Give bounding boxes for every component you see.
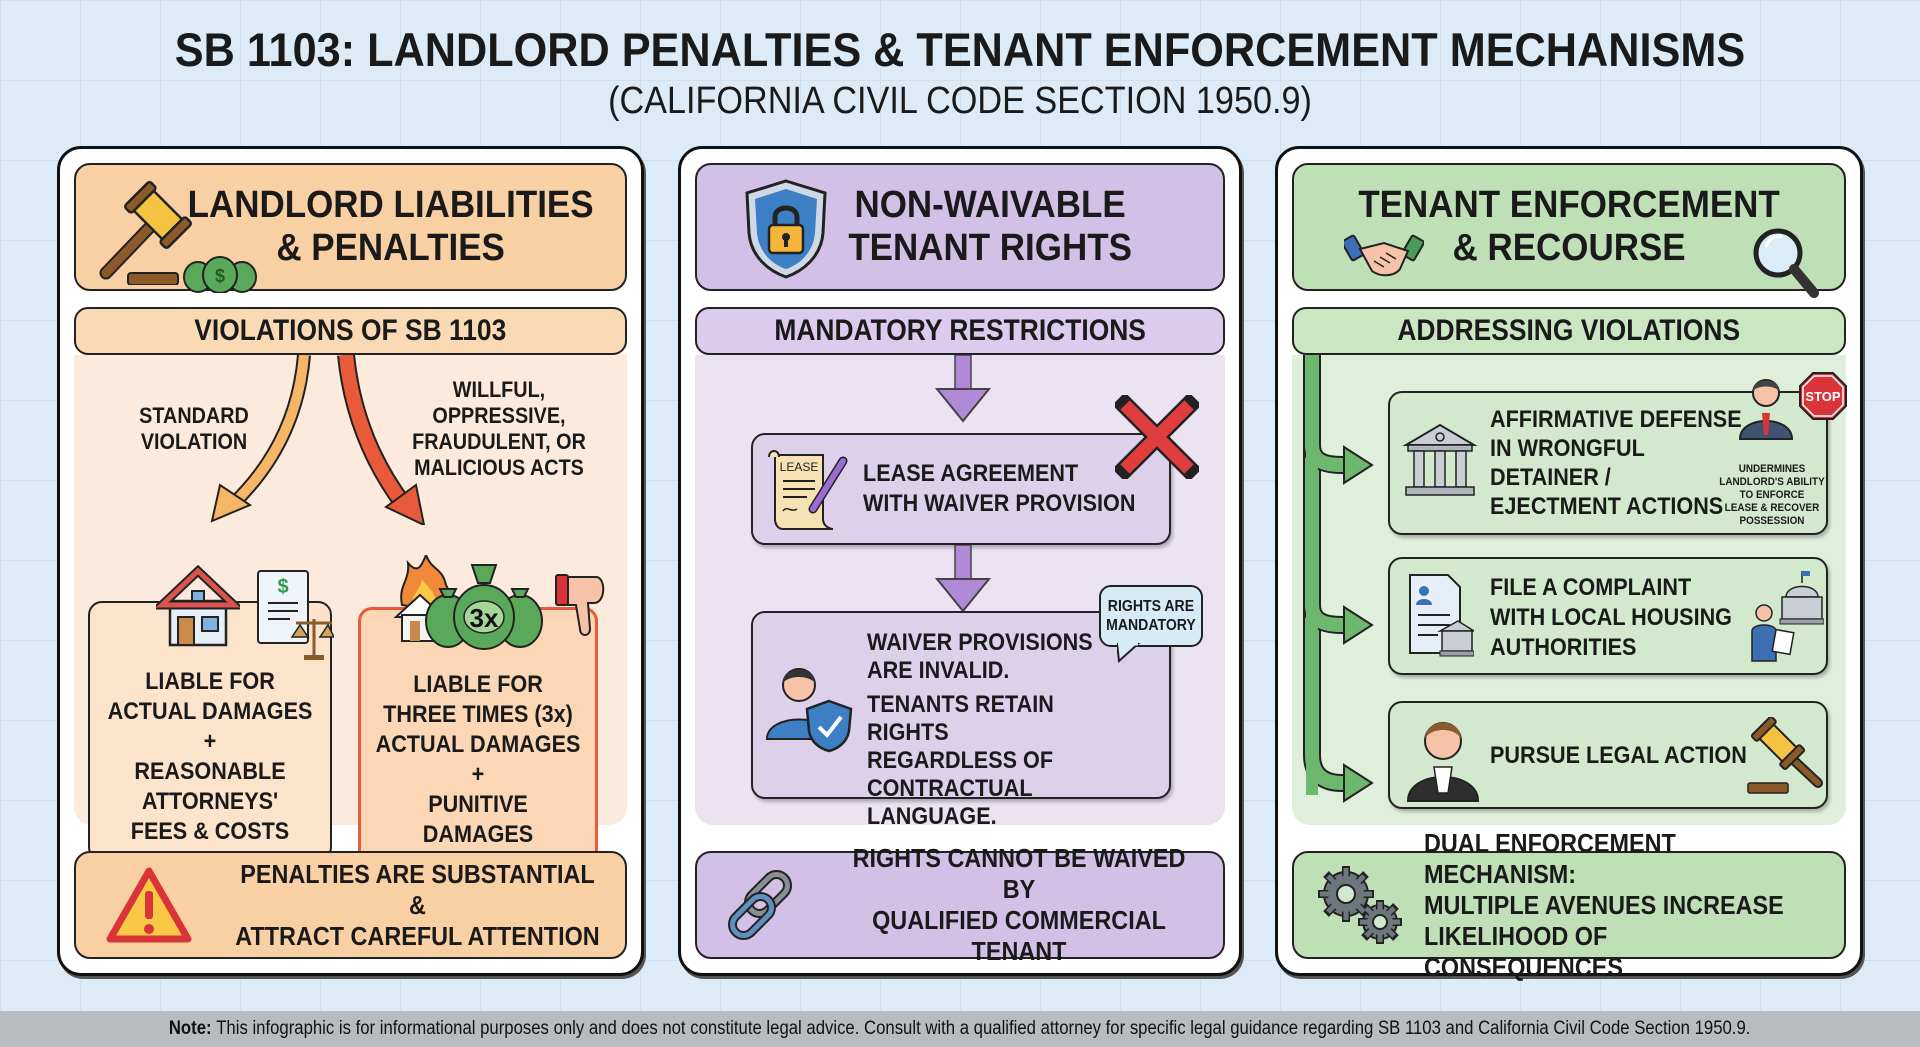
affirmative-defense-card: AFFIRMATIVE DEFENSE IN WRONGFUL DETAINER…	[1388, 391, 1828, 535]
money-bags-3x-icon: 3x	[422, 559, 546, 653]
rights-mandatory-bubble: RIGHTS ARE MANDATORY	[1099, 585, 1203, 663]
complaint-document-icon	[1408, 573, 1474, 659]
handshake-icon	[1344, 231, 1424, 281]
addressing-violations-subheader: ADDRESSING VIOLATIONS	[1292, 307, 1846, 355]
enforcement-body: AFFIRMATIVE DEFENSE IN WRONGFUL DETAINER…	[1292, 355, 1848, 825]
landlord-body: STANDARD VIOLATION WILLFUL, OPPRESSIVE, …	[74, 355, 627, 865]
lease-line1: LEASE AGREEMENT	[863, 460, 1079, 487]
disclaimer-label: Note:	[169, 1018, 212, 1039]
enforcement-panel: TENANT ENFORCEMENT & RECOURSE ADDRESSING…	[1275, 146, 1863, 982]
page-subtitle: (CALIFORNIA CIVIL CODE SECTION 1950.9)	[608, 80, 1312, 122]
official-building-icon	[1750, 569, 1824, 665]
gavel-icon	[1746, 717, 1826, 797]
landlord-footer-line1: PENALTIES ARE SUBSTANTIAL &	[240, 858, 595, 920]
waiver-line1: WAIVER PROVISIONS	[867, 629, 1093, 656]
attorney-icon	[1406, 713, 1480, 803]
branch-arrows	[210, 355, 426, 525]
rights-header: NON-WAIVABLE TENANT RIGHTS	[695, 163, 1225, 291]
rights-panel: NON-WAIVABLE TENANT RIGHTS MANDATORY RES…	[678, 146, 1242, 976]
svg-text:$: $	[277, 576, 288, 598]
landlord-figure-icon	[1736, 375, 1796, 441]
tenant-shield-icon	[765, 657, 855, 753]
down-arrow-icon	[934, 355, 992, 423]
courthouse-icon	[1402, 421, 1478, 501]
landlord-panel: $ LANDLORD LIABILITIES & PENALTIES VIOLA…	[57, 146, 644, 976]
rights-body: LEASE LEASE AGREEMENT WITH WAIVER PROVIS…	[695, 355, 1225, 830]
landlord-title-line2: & PENALTIES	[276, 227, 505, 269]
disclaimer-text: This infographic is for informational pu…	[216, 1018, 1751, 1039]
rights-title-line2: TENANT RIGHTS	[848, 227, 1132, 269]
violations-subheader: VIOLATIONS OF SB 1103	[74, 307, 627, 355]
legal-action-card: PURSUE LEGAL ACTION	[1388, 701, 1828, 809]
rights-footer: RIGHTS CANNOT BE WAIVED BY QUALIFIED COM…	[695, 843, 1225, 966]
svg-text:LEASE: LEASE	[780, 460, 819, 474]
page-title: SB 1103: LANDLORD PENALTIES & TENANT ENF…	[174, 23, 1746, 76]
mandatory-restrictions-subheader: MANDATORY RESTRICTIONS	[695, 307, 1225, 355]
magnifier-icon	[1750, 225, 1820, 299]
enforcement-title-line2: & RECOURSE	[1452, 227, 1686, 269]
invoice-icon: $	[254, 567, 334, 663]
file-complaint-card: FILE A COMPLAINT WITH LOCAL HOUSING AUTH…	[1388, 557, 1828, 675]
landlord-header: $ LANDLORD LIABILITIES & PENALTIES	[74, 163, 627, 293]
waiver-line2: ARE INVALID.	[867, 657, 1010, 684]
enforcement-footer: DUAL ENFORCEMENT MECHANISM: MULTIPLE AVE…	[1292, 828, 1846, 982]
enforcement-footer-line2: MULTIPLE AVENUES INCREASE	[1424, 889, 1784, 920]
waiver-line3: TENANTS RETAIN RIGHTS	[867, 691, 1054, 746]
rights-title-line1: NON-WAIVABLE	[854, 184, 1126, 226]
gears-icon	[1314, 860, 1410, 950]
standard-violation-label: STANDARD VIOLATION	[139, 403, 249, 454]
rights-footer-line2: QUALIFIED COMMERCIAL TENANT	[872, 905, 1166, 966]
gavel-icon	[88, 175, 198, 285]
svg-text:$: $	[215, 266, 225, 286]
landlord-footer-line2: ATTRACT CAREFUL ATTENTION	[235, 920, 600, 951]
pen-icon	[808, 456, 848, 514]
landlord-title-line1: LANDLORD LIABILITIES	[187, 184, 594, 226]
flow-arrows	[1303, 355, 1374, 803]
scales-icon	[290, 619, 334, 660]
enforcement-footer-line3: LIKELIHOOD OF CONSEQUENCES	[1424, 920, 1623, 982]
svg-text:3x: 3x	[470, 603, 499, 633]
willful-violation-label: WILLFUL, OPPRESSIVE, FRAUDULENT, OR MALI…	[412, 377, 586, 480]
thumbs-down-icon	[554, 573, 610, 641]
waiver-line4: REGARDLESS OF	[867, 747, 1054, 774]
down-arrow-icon	[934, 545, 992, 613]
waiver-line5: CONTRACTUAL LANGUAGE.	[867, 775, 1033, 830]
lease-document-icon: LEASE	[767, 447, 851, 533]
rights-footer-line1: RIGHTS CANNOT BE WAIVED BY	[852, 843, 1186, 904]
disclaimer-bar: Note: This infographic is for informatio…	[0, 1011, 1920, 1047]
house-icon	[156, 565, 240, 649]
standard-liability-card: LIABLE FOR ACTUAL DAMAGES + REASONABLE A…	[88, 601, 332, 861]
enforcement-title-line1: TENANT ENFORCEMENT	[1358, 184, 1780, 226]
red-x-icon	[1115, 395, 1199, 479]
warning-icon	[106, 867, 192, 943]
undermines-note: UNDERMINES LANDLORD'S ABILITY TO ENFORCE…	[1719, 463, 1825, 527]
svg-text:STOP: STOP	[1805, 389, 1840, 404]
willful-liability-card: LIABLE FOR THREE TIMES (3x) ACTUAL DAMAG…	[358, 607, 598, 865]
shield-lock-icon	[741, 177, 831, 281]
chain-link-icon	[723, 865, 803, 945]
lease-line2: WITH WAIVER PROVISION	[863, 490, 1136, 517]
enforcement-footer-line1: DUAL ENFORCEMENT MECHANISM:	[1424, 827, 1676, 889]
landlord-footer: PENALTIES ARE SUBSTANTIAL & ATTRACT CARE…	[74, 851, 627, 959]
money-bags-icon: $	[180, 245, 260, 293]
stop-sign-icon: STOP	[1798, 371, 1848, 421]
enforcement-header: TENANT ENFORCEMENT & RECOURSE	[1292, 163, 1846, 298]
lease-agreement-card: LEASE LEASE AGREEMENT WITH WAIVER PROVIS…	[751, 433, 1171, 545]
